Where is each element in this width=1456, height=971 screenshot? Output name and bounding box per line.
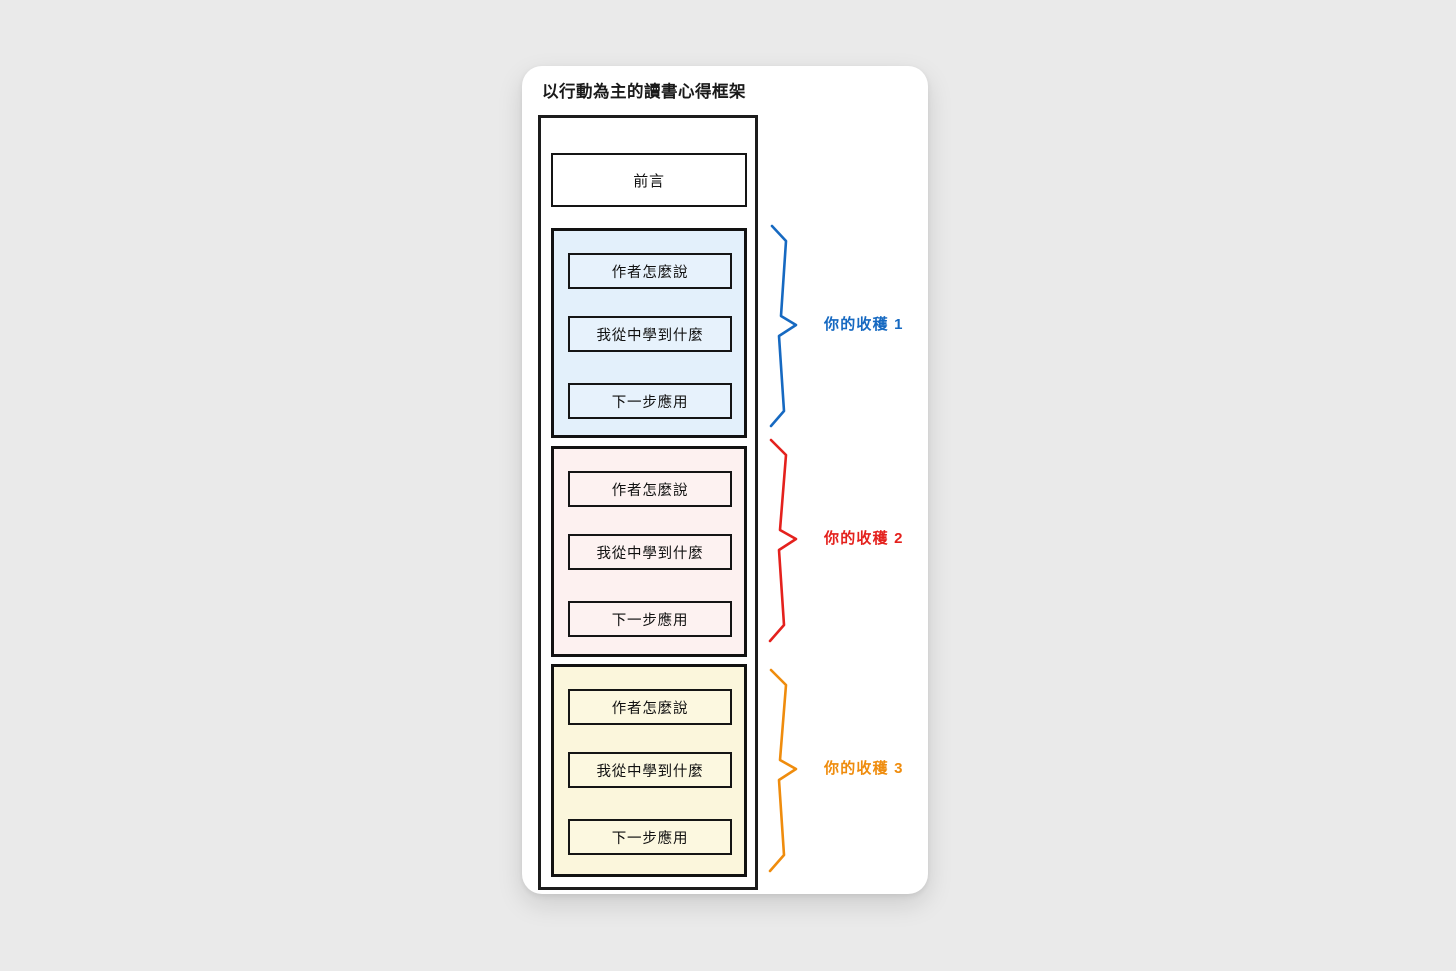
bracket-icon-2 bbox=[768, 438, 798, 643]
bracket-label-3: 你的收穫 3 bbox=[824, 760, 904, 777]
section-group-2[interactable]: 作者怎麼說 我從中學到什麼 下一步應用 bbox=[551, 446, 747, 657]
page-title: 以行動為主的讀書心得框架 bbox=[542, 83, 746, 101]
diagram-card: 以行動為主的讀書心得框架 前言 作者怎麼說 我從中學到什麼 下一步應用 作者怎麼… bbox=[522, 66, 928, 894]
bracket-label-2: 你的收穫 2 bbox=[824, 530, 904, 547]
bracket-icon-1 bbox=[769, 224, 798, 428]
section-3-item-apply[interactable]: 下一步應用 bbox=[568, 819, 732, 855]
section-3-item-author[interactable]: 作者怎麼說 bbox=[568, 689, 732, 725]
section-2-item-apply[interactable]: 下一步應用 bbox=[568, 601, 732, 637]
intro-box[interactable]: 前言 bbox=[551, 153, 747, 207]
section-1-item-learned[interactable]: 我從中學到什麼 bbox=[568, 316, 732, 352]
outline-frame: 前言 作者怎麼說 我從中學到什麼 下一步應用 作者怎麼說 我從中學到什麼 下一步… bbox=[538, 115, 758, 890]
section-group-3[interactable]: 作者怎麼說 我從中學到什麼 下一步應用 bbox=[551, 664, 747, 877]
bracket-label-1: 你的收穫 1 bbox=[824, 316, 904, 333]
section-1-item-apply[interactable]: 下一步應用 bbox=[568, 383, 732, 419]
section-3-item-learned[interactable]: 我從中學到什麼 bbox=[568, 752, 732, 788]
section-2-item-author[interactable]: 作者怎麼說 bbox=[568, 471, 732, 507]
section-2-item-learned[interactable]: 我從中學到什麼 bbox=[568, 534, 732, 570]
bracket-icon-3 bbox=[768, 668, 798, 873]
section-group-1[interactable]: 作者怎麼說 我從中學到什麼 下一步應用 bbox=[551, 228, 747, 438]
section-1-item-author[interactable]: 作者怎麼說 bbox=[568, 253, 732, 289]
